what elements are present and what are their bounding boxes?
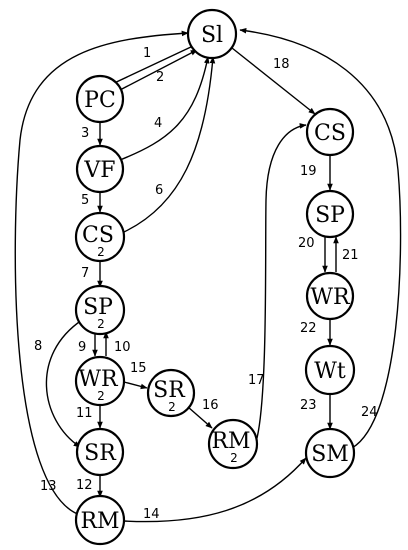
node-rm2: RM 2 [207,418,259,470]
edge-label-1: 1 [143,46,151,61]
node-sr2-subscript: 2 [168,400,176,414]
node-sr: SR [75,427,125,477]
edge-13 [14,30,189,516]
edge-4 [119,56,210,161]
node-pc: PC [75,74,125,124]
node-cs2-label: CS [82,223,114,248]
node-sp2-label: SP [83,295,113,320]
node-cs: CS [305,107,355,157]
edge-label-12: 12 [76,478,93,493]
node-sp2-subscript: 2 [97,317,105,331]
node-vf-label: VF [83,158,115,183]
node-vf: VF [75,144,125,194]
node-cs2-subscript: 2 [97,245,105,259]
edge-label-22: 22 [300,321,317,336]
node-sr2-label: SR [153,378,186,403]
node-wr2: WR 2 [74,355,126,407]
edge-label-5: 5 [81,193,89,208]
edge-label-9: 9 [78,340,86,355]
node-sr2: SR 2 [146,368,196,418]
edge-15 [123,381,148,390]
edge-label-3: 3 [81,126,89,141]
edge-label-2: 2 [156,70,164,85]
edge-label-11: 11 [76,406,93,421]
edge-18 [231,47,316,115]
edge-labels: 1 2 3 4 5 6 7 8 9 10 11 12 13 14 15 16 1… [34,46,378,522]
edge-label-13: 13 [40,479,57,494]
node-pc-label: PC [84,88,116,113]
node-sp: SP [305,189,355,239]
edge-label-23: 23 [300,398,317,413]
edge-label-17: 17 [248,373,265,388]
node-cs-label: CS [314,121,346,146]
node-rm2-label: RM [211,429,250,454]
edge-2 [119,49,198,91]
edge-label-8: 8 [34,339,42,354]
node-rm2-subscript: 2 [230,451,238,465]
edge-label-15: 15 [130,361,147,376]
edge-label-20: 20 [298,236,315,251]
edge-label-14: 14 [143,507,160,522]
edge-label-10: 10 [114,340,131,355]
edge-17 [255,123,307,443]
node-cs2: CS 2 [74,211,126,263]
node-sp2: SP 2 [74,284,126,336]
node-sl: Sl [186,8,238,60]
edges [14,28,402,523]
edge-16 [187,406,213,429]
node-sl-label: Sl [201,23,223,48]
node-sm-label: SM [311,442,349,467]
node-rm-label: RM [80,509,119,534]
edge-label-6: 6 [155,183,163,198]
edge-label-24: 24 [361,405,378,420]
node-wr: WR [305,271,355,321]
nodes: Sl PC VF CS 2 SP 2 WR 2 SR [74,8,356,546]
edge-14 [123,457,307,523]
node-sm: SM [304,427,356,479]
edge-label-4: 4 [154,116,162,131]
edge-label-21: 21 [342,248,359,263]
edge-label-7: 7 [81,266,89,281]
node-rm: RM [74,494,126,546]
node-sp-label: SP [315,203,345,228]
edge-6 [123,56,216,233]
node-wr2-label: WR [78,367,119,392]
edge-label-19: 19 [300,164,317,179]
node-wt-label: Wt [314,359,346,384]
edge-label-16: 16 [202,398,219,413]
edge-24 [239,28,402,449]
edge-8 [45,319,83,448]
edge-label-18: 18 [273,57,290,72]
node-wr-label: WR [310,285,351,310]
node-wt: Wt [304,344,356,396]
edge-1 [109,45,194,86]
node-wr2-subscript: 2 [97,389,105,403]
node-sr-label: SR [84,441,117,466]
